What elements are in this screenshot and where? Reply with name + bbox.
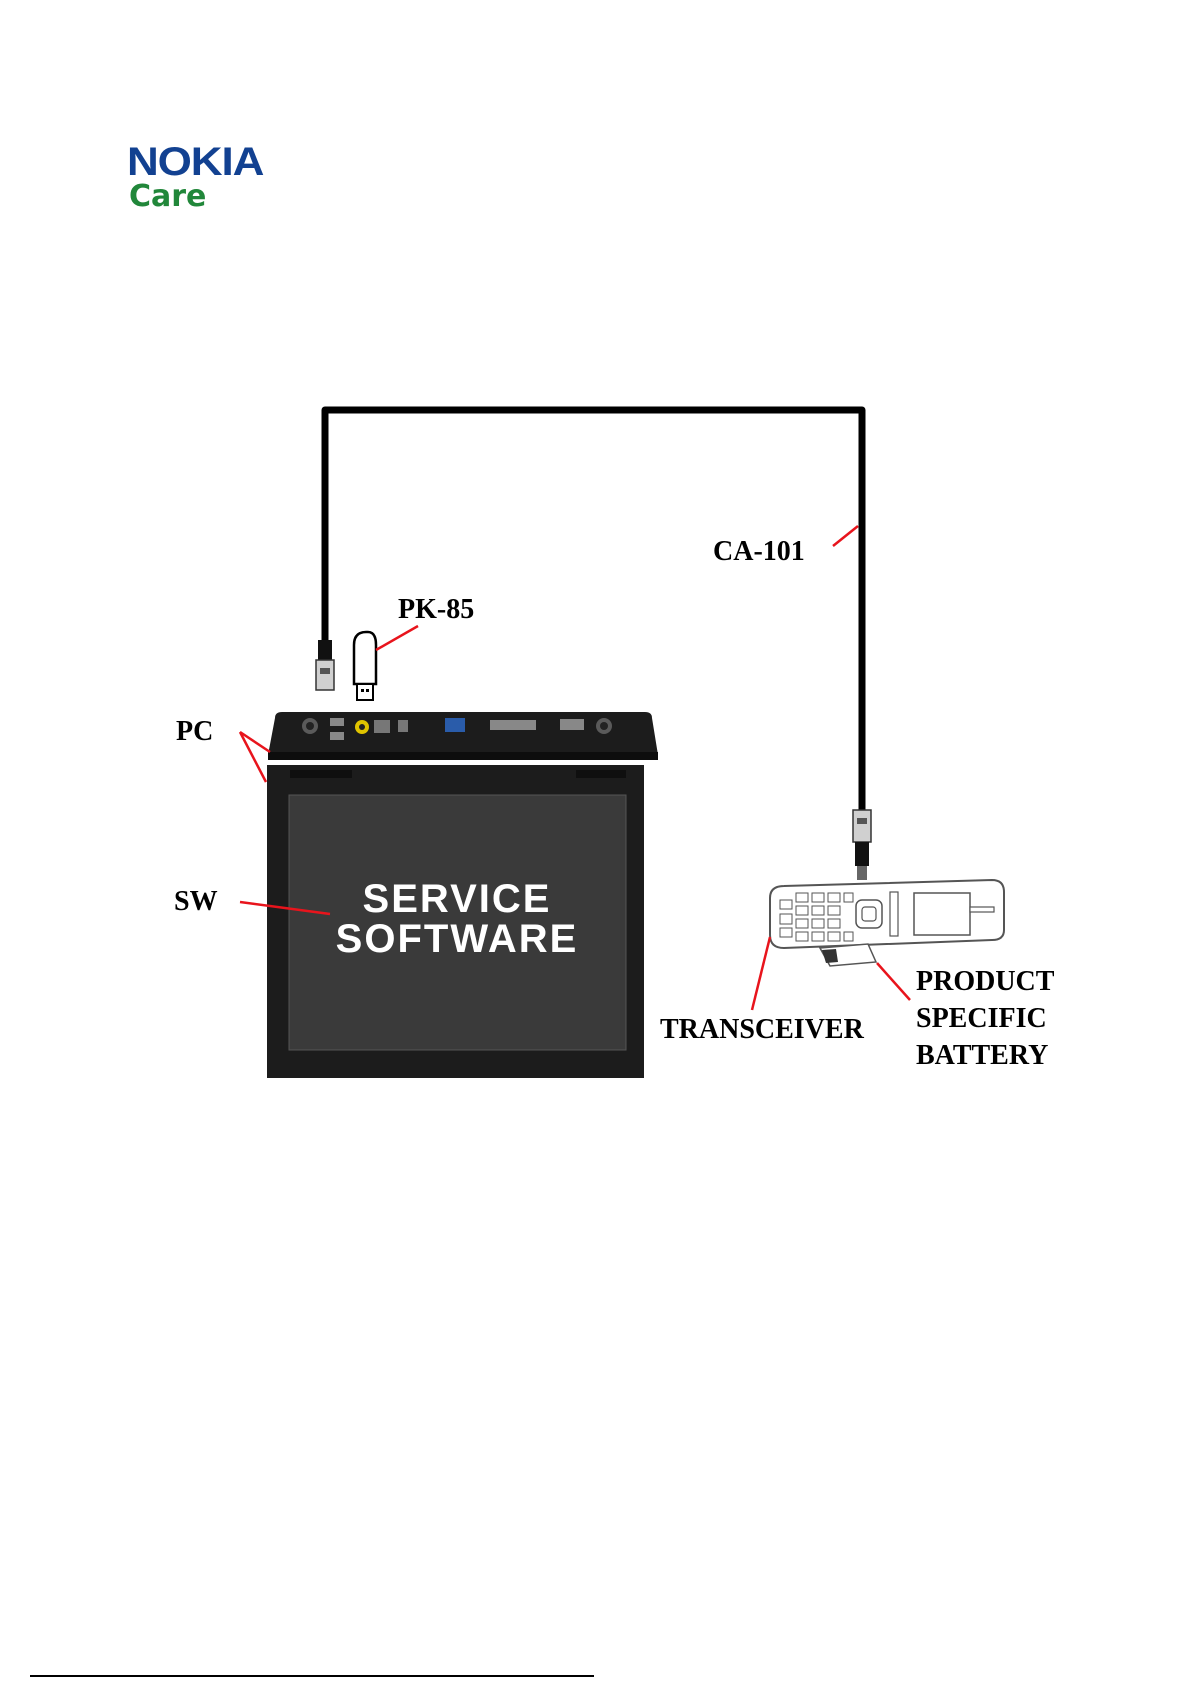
pk-85-pointer	[376, 626, 418, 650]
footnote-divider	[30, 1675, 594, 1677]
pk-85-dongle-icon	[354, 632, 376, 700]
battery-label-line2: SPECIFIC	[916, 1003, 1047, 1034]
battery-label-line3: BATTERY	[916, 1040, 1048, 1071]
usb-plug-phone-icon	[853, 810, 871, 880]
pk-85-label: PK-85	[398, 594, 474, 625]
transceiver-label: TRANSCEIVER	[660, 1014, 865, 1045]
screen-text-line2: SOFTWARE	[336, 917, 579, 961]
pc-label: PC	[176, 716, 213, 747]
transceiver-phone	[770, 880, 1004, 966]
laptop-rear-panel	[268, 712, 658, 760]
sw-label: SW	[174, 886, 218, 917]
ca-101-pointer	[833, 526, 858, 546]
ca-101-label: CA-101	[713, 536, 805, 567]
battery-label-line1: PRODUCT	[916, 966, 1055, 997]
usb-plug-pc-icon	[316, 640, 334, 690]
transceiver-pointer	[752, 937, 770, 1010]
screen-text-line1: SERVICE	[363, 877, 552, 921]
battery-pointer	[877, 963, 910, 1000]
